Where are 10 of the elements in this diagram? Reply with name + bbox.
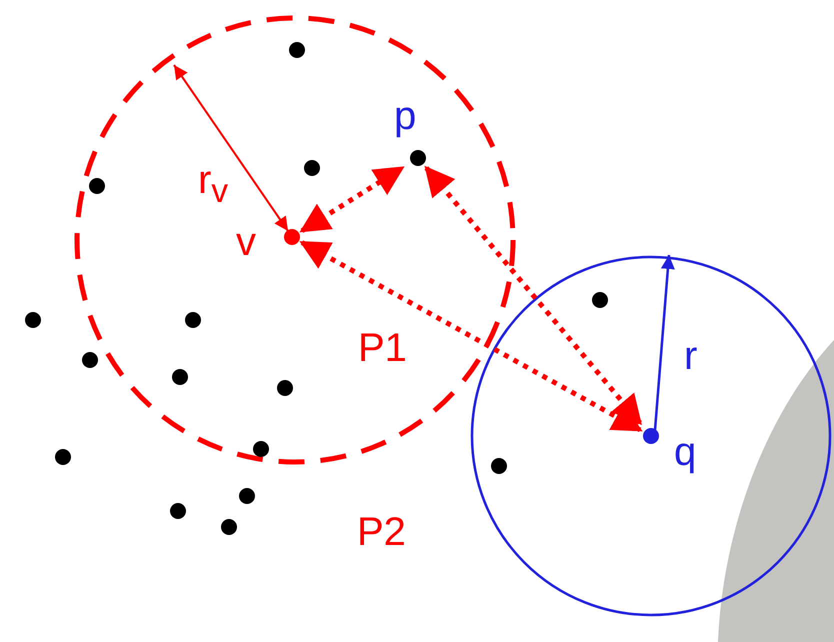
arrow <box>424 166 642 426</box>
text-label: P2 <box>357 512 406 552</box>
text-label: P1 <box>358 328 407 368</box>
text-label: r$_{v}$ <box>198 160 228 208</box>
arrow <box>299 240 643 432</box>
arrow <box>299 166 405 233</box>
text-label: r <box>684 336 698 376</box>
point-label: v <box>236 222 256 262</box>
point-label: p <box>394 96 416 136</box>
point-label: q <box>674 432 696 472</box>
